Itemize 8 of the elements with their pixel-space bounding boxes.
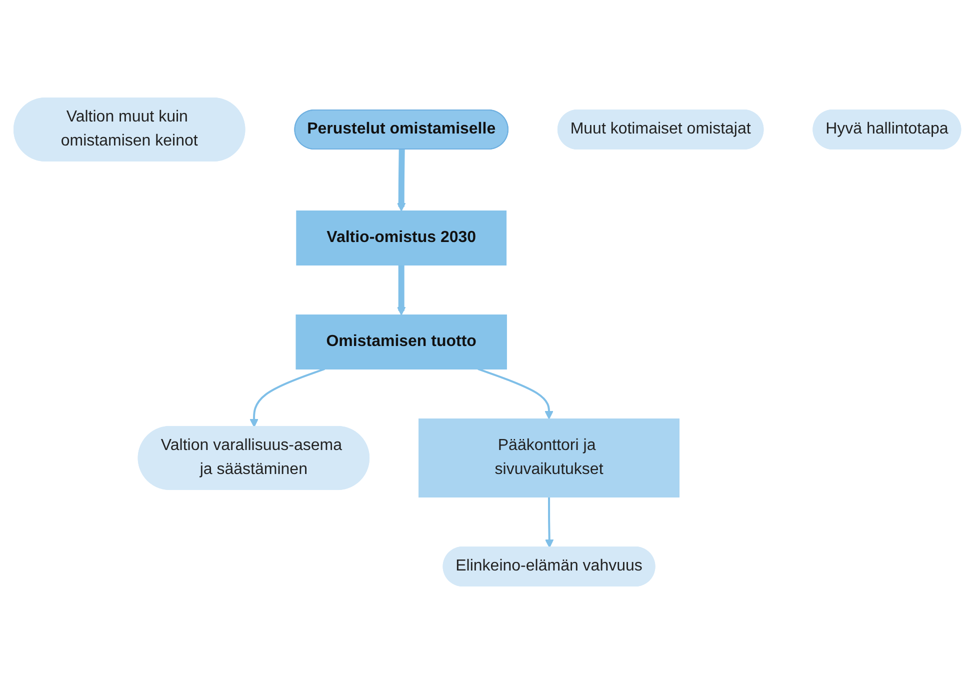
node-box: Omistamisen tuotto — [295, 314, 507, 370]
arrow — [396, 149, 406, 212]
node-box: Pääkonttori ja sivuvaikutukset — [418, 418, 680, 498]
arrow — [477, 368, 554, 420]
arrow — [396, 265, 406, 316]
arrow — [249, 368, 325, 428]
node-box: Valtio-omistus 2030 — [296, 210, 506, 266]
arrow — [544, 496, 554, 548]
